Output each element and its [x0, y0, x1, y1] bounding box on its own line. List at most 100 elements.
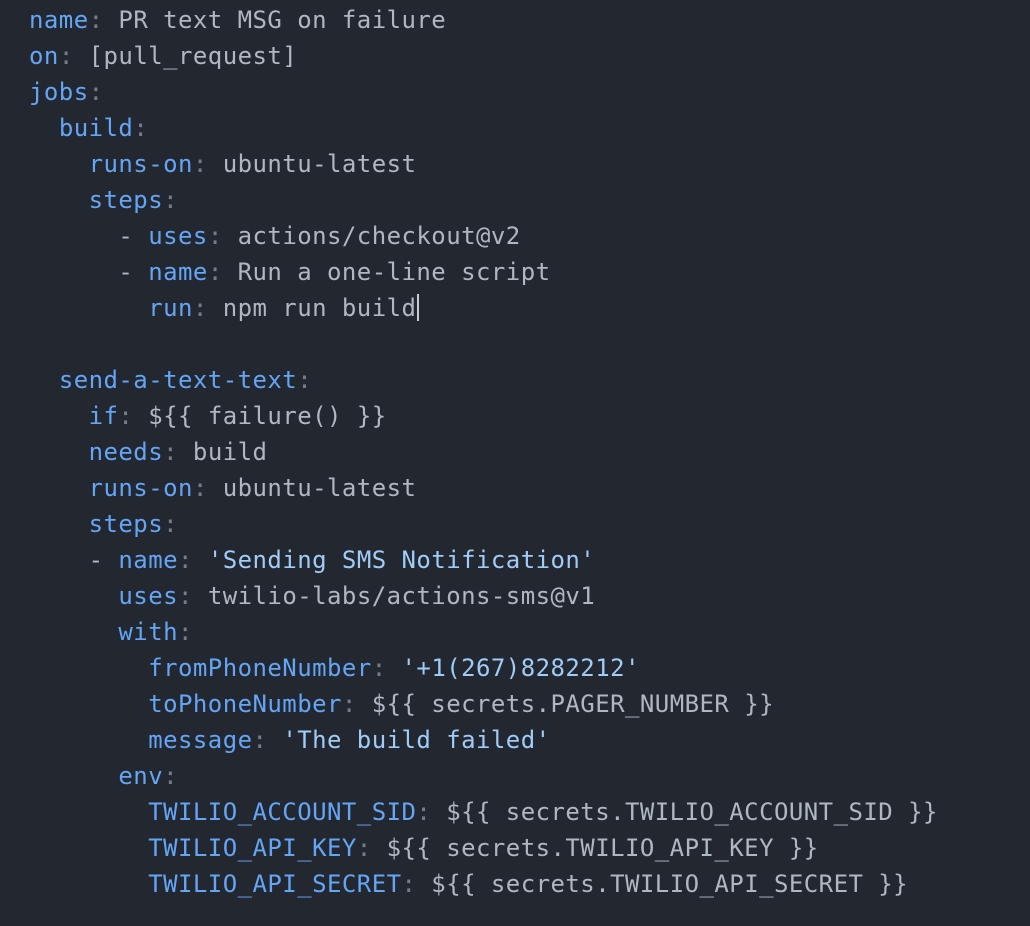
code-line[interactable]: TWILIO_ACCOUNT_SID: ${{ secrets.TWILIO_A… [29, 794, 1030, 830]
token-key: name [29, 6, 89, 34]
token-plain: ${{ secrets.TWILIO_API_KEY }} [371, 834, 819, 862]
token-key: name [148, 258, 208, 286]
token-plain [29, 186, 89, 214]
token-key: runs-on [88, 150, 193, 178]
token-key: send-a-text-text [58, 366, 298, 394]
token-string: 'Sending SMS Notification' [207, 546, 596, 574]
token-punct: : [192, 294, 208, 322]
token-key: toPhoneNumber [148, 690, 342, 718]
token-plain: ${{ secrets.PAGER_NUMBER }} [356, 690, 774, 718]
token-key: with [118, 618, 179, 646]
code-line[interactable]: message: 'The build failed' [29, 722, 1030, 758]
token-plain [29, 762, 118, 790]
token-plain [29, 870, 148, 898]
token-plain [29, 294, 148, 322]
code-line[interactable]: send-a-text-text: [29, 362, 1030, 398]
code-line[interactable]: needs: build [29, 434, 1030, 470]
token-plain: npm run build [207, 294, 417, 322]
token-plain: ${{ failure() }} [133, 402, 387, 430]
code-line[interactable]: on: [pull_request] [29, 38, 1030, 74]
token-key: steps [88, 510, 164, 538]
code-line[interactable]: - name: 'Sending SMS Notification' [29, 542, 1030, 578]
token-plain [29, 150, 89, 178]
code-line[interactable]: uses: twilio-labs/actions-sms@v1 [29, 578, 1030, 614]
token-punct: : [297, 366, 313, 394]
token-plain [29, 582, 118, 610]
token-plain: ubuntu-latest [207, 474, 417, 502]
token-punct: : [416, 798, 432, 826]
token-plain [29, 402, 89, 430]
token-punct: : [133, 114, 149, 142]
token-key: steps [88, 186, 164, 214]
token-punct: : [163, 510, 179, 538]
token-plain [29, 726, 148, 754]
token-plain [29, 690, 148, 718]
code-line[interactable]: if: ${{ failure() }} [29, 398, 1030, 434]
code-line[interactable]: fromPhoneNumber: '+1(267)8282212' [29, 650, 1030, 686]
token-punct: : [178, 582, 193, 610]
token-plain: - [29, 546, 119, 574]
code-line[interactable]: name: PR text MSG on failure [29, 2, 1030, 38]
token-punct: : [178, 546, 193, 574]
token-plain [29, 438, 89, 466]
token-key: needs [88, 438, 164, 466]
token-punct: : [88, 78, 104, 106]
token-plain: actions/checkout@v2 [222, 222, 521, 250]
code-line[interactable]: env: [29, 758, 1030, 794]
token-punct: : [207, 222, 223, 250]
token-key: name [118, 546, 179, 574]
token-key: env [118, 762, 164, 790]
token-plain [29, 654, 148, 682]
token-punct: : [163, 762, 179, 790]
token-key: message [148, 726, 253, 754]
token-plain [267, 726, 282, 754]
token-key: fromPhoneNumber [148, 654, 372, 682]
code-line[interactable]: jobs: [29, 74, 1030, 110]
token-punct: : [252, 726, 268, 754]
code-line[interactable]: - name: Run a one-line script [29, 254, 1030, 290]
token-key: TWILIO_ACCOUNT_SID [148, 798, 417, 826]
code-line[interactable]: runs-on: ubuntu-latest [29, 470, 1030, 506]
token-plain: ${{ secrets.TWILIO_API_SECRET }} [416, 870, 909, 898]
token-plain: - [29, 258, 149, 286]
token-punct: : [341, 690, 357, 718]
token-punct: : [401, 870, 417, 898]
token-plain [29, 510, 89, 538]
code-line[interactable]: TWILIO_API_KEY: ${{ secrets.TWILIO_API_K… [29, 830, 1030, 866]
token-plain: twilio-labs/actions-sms@v1 [192, 582, 596, 610]
token-string: 'The build failed' [282, 726, 551, 754]
code-line[interactable]: with: [29, 614, 1030, 650]
code-line[interactable]: runs-on: ubuntu-latest [29, 146, 1030, 182]
token-key: run [148, 294, 193, 322]
code-line[interactable]: TWILIO_API_SECRET: ${{ secrets.TWILIO_AP… [29, 866, 1030, 902]
token-plain: build [178, 438, 268, 466]
token-plain [29, 114, 59, 142]
code-line[interactable]: run: npm run build [29, 290, 1030, 326]
token-key: on [29, 42, 59, 70]
token-key: build [58, 114, 134, 142]
token-key: uses [118, 582, 179, 610]
code-line[interactable]: build: [29, 110, 1030, 146]
token-plain: - [29, 222, 149, 250]
code-line[interactable]: steps: [29, 182, 1030, 218]
token-key: if [88, 402, 119, 430]
token-plain [29, 618, 118, 646]
token-punct: : [371, 654, 387, 682]
code-line[interactable]: toPhoneNumber: ${{ secrets.PAGER_NUMBER … [29, 686, 1030, 722]
token-punct: : [118, 402, 134, 430]
token-plain: PR text MSG on failure [103, 6, 447, 34]
token-plain [193, 546, 208, 574]
code-line[interactable]: - uses: actions/checkout@v2 [29, 218, 1030, 254]
token-key: TWILIO_API_KEY [148, 834, 357, 862]
token-plain [29, 366, 59, 394]
token-plain: ubuntu-latest [207, 150, 417, 178]
code-line[interactable] [29, 326, 1030, 362]
token-punct: : [356, 834, 372, 862]
token-punct: : [178, 618, 193, 646]
token-key: jobs [29, 78, 89, 106]
token-plain: [pull_request] [73, 42, 298, 70]
text-cursor [417, 294, 420, 321]
code-line[interactable]: steps: [29, 506, 1030, 542]
token-punct: : [192, 150, 208, 178]
